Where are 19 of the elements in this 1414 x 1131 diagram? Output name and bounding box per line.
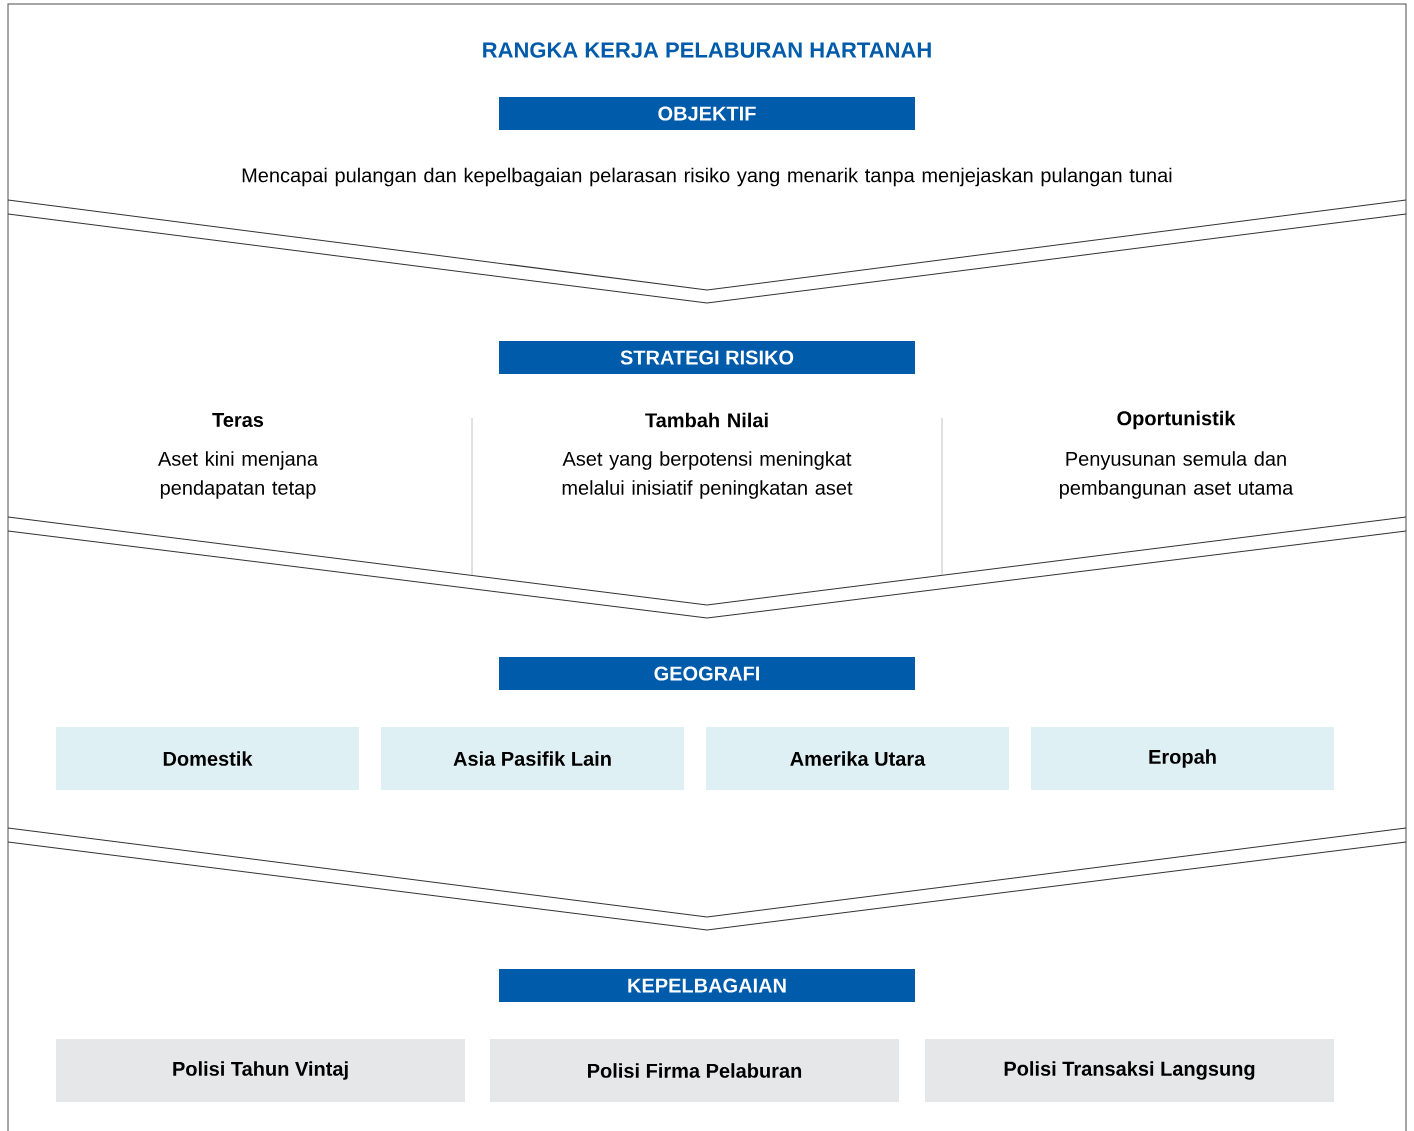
section-header-band: GEOGRAFI (499, 657, 915, 690)
column-description: Aset yang berpotensi meningkat melalui inisiatif peningkatan aset (562, 451, 853, 499)
section-header-band: STRATEGI RISIKO (499, 341, 915, 374)
column-heading: Teras (212, 413, 264, 427)
region-box: Eropah (1031, 727, 1334, 790)
column-heading: Tambah Nilai (645, 412, 768, 428)
policy-box: Polisi Firma Pelaburan (490, 1039, 899, 1102)
section-header-band: KEPELBAGAIAN (499, 969, 915, 1002)
column-heading: Oportunistik (1117, 410, 1236, 430)
column-description: Penyusunan semula dan pembangunan aset utama (1060, 451, 1294, 499)
region-box: Amerika Utara (706, 727, 1009, 790)
column-description: Aset kini menjana pendapatan tetap (158, 451, 318, 499)
section-header-band: OBJEKTIF (499, 97, 915, 130)
policy-box: Polisi Tahun Vintaj (56, 1039, 465, 1102)
title: RANGKA KERJA PELABURAN HARTANAH (483, 42, 931, 58)
policy-box: Polisi Transaksi Langsung (925, 1039, 1334, 1102)
region-box: Asia Pasifik Lain (381, 727, 684, 790)
region-box: Domestik (56, 727, 359, 790)
objective-text: Mencapai pulangan dan kepelbagaian pelarasan risiko yang menarik tanpa menjejaskan pulangan tunai (242, 167, 1172, 187)
